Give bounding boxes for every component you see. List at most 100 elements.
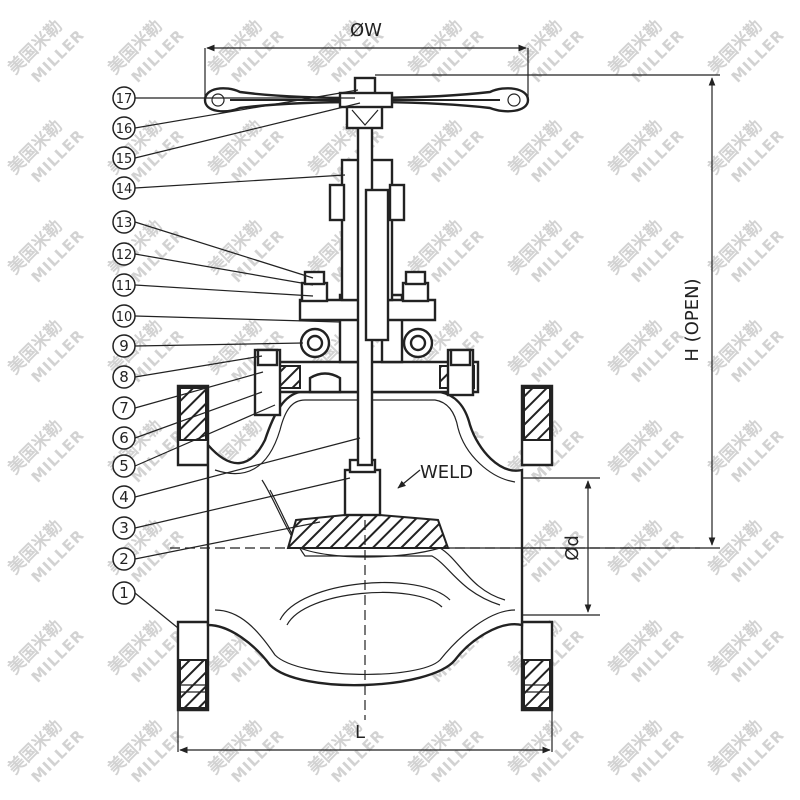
callout-leader: [134, 592, 179, 629]
callout-leader: [134, 355, 263, 378]
callout-leader: [134, 342, 304, 347]
callout-leader: [134, 102, 361, 159]
callout-number: 3: [119, 519, 129, 537]
dim-d-label: Ød: [562, 535, 583, 561]
callout-circle: [112, 396, 136, 420]
callout-number: 1: [119, 584, 129, 602]
callout-leader: [134, 521, 321, 560]
callout-number: 16: [116, 122, 133, 137]
callout-number: 10: [116, 310, 133, 325]
callout-circle: [112, 116, 136, 140]
callout-number: 17: [116, 92, 133, 107]
callout-number: 13: [116, 216, 133, 231]
valve-disc: [286, 458, 450, 549]
dim-h-label: H (OPEN): [682, 278, 703, 361]
callout-circle: [112, 176, 136, 200]
callout-leader: [134, 221, 314, 279]
callout-circle: [112, 365, 136, 389]
callout-number: 8: [119, 368, 129, 386]
callout-leader: [134, 253, 314, 286]
callout-number: 5: [119, 457, 129, 475]
callout-circle: [112, 86, 136, 110]
callout-number: 4: [119, 488, 129, 506]
callout-circle: [112, 516, 136, 540]
callout-circle: [112, 273, 136, 297]
callout-circle: [112, 334, 136, 358]
callout-leader: [134, 89, 359, 129]
callout-leader: [134, 391, 263, 439]
callout-number: 9: [119, 337, 129, 355]
stem-yoke: [328, 76, 406, 467]
callout-number: 6: [119, 429, 129, 447]
dim-w-label: ØW: [350, 20, 382, 41]
callout-circle: [112, 485, 136, 509]
callout-number: 14: [116, 182, 133, 197]
dimensions: [170, 44, 720, 754]
callout-circle: [112, 547, 136, 571]
callout-circle: [112, 304, 136, 328]
callout-circle: [112, 146, 136, 170]
callout-leader: [134, 477, 351, 529]
callout-number: 11: [116, 279, 133, 294]
callout-circle: [112, 454, 136, 478]
callout-circle: [112, 210, 136, 234]
callout-leader: [134, 404, 276, 467]
dim-l-label: L: [355, 722, 365, 743]
callout-leader: [134, 174, 346, 189]
weld-label: WELD: [420, 462, 473, 483]
callout-circle: [112, 426, 136, 450]
callout-number: 7: [119, 399, 129, 417]
callout-number: 12: [116, 248, 133, 263]
callout-leader: [134, 284, 314, 297]
part-callouts: 17 16 15 14 13 12 11 10 9 8 7 6 5 4 3 2 1: [112, 86, 361, 629]
callout-number: 2: [119, 550, 129, 568]
callout-leader: [134, 437, 361, 498]
callout-circle: [112, 581, 136, 605]
callout-circle: [112, 242, 136, 266]
callout-number: 15: [116, 152, 133, 167]
callout-leader: [134, 315, 341, 323]
callout-leader: [134, 371, 264, 409]
